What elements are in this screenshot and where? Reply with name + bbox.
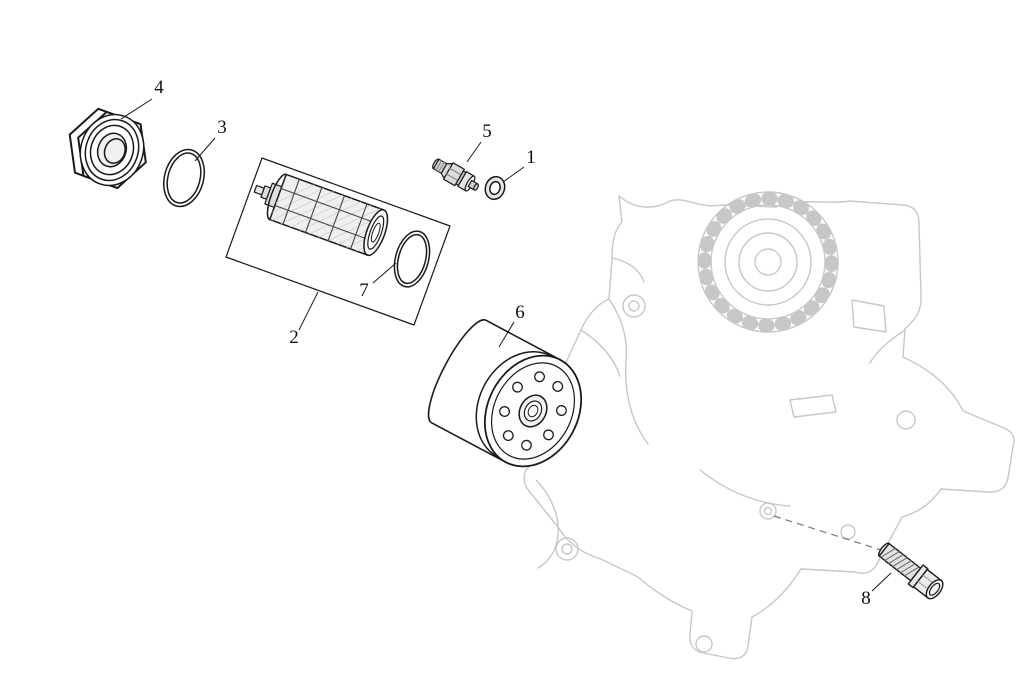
label-leader-lines xyxy=(120,98,892,592)
part-8-bolt xyxy=(877,542,944,600)
leader-8 xyxy=(871,572,892,592)
part-5-sensor xyxy=(432,158,479,192)
part-4-filter-cover xyxy=(68,107,147,190)
leader-4 xyxy=(120,98,153,120)
part-label-8: 8 xyxy=(861,588,871,609)
leader-7 xyxy=(372,262,397,284)
dashed-alignment-line xyxy=(773,515,885,552)
part-2-filter-cartridge xyxy=(253,173,389,257)
part-label-2: 2 xyxy=(289,327,299,348)
filter-bolt-holes xyxy=(499,371,567,451)
leader-6 xyxy=(498,321,515,348)
part-7-o-ring xyxy=(393,230,431,288)
engine-case-silhouette xyxy=(523,195,1015,660)
part-2-box xyxy=(225,157,451,326)
part-callouts: 4 3 5 1 7 2 6 8 xyxy=(154,77,871,609)
part-label-7: 7 xyxy=(359,280,369,301)
part-label-4: 4 xyxy=(154,77,164,98)
engine-case-ribbed-boss xyxy=(697,191,839,333)
part-3-o-ring xyxy=(162,148,206,208)
leader-3 xyxy=(194,137,216,162)
engine-case-outline xyxy=(523,191,1015,660)
bolt-hole xyxy=(759,502,777,520)
part-label-1: 1 xyxy=(526,147,536,168)
part-label-6: 6 xyxy=(515,302,525,323)
part-label-3: 3 xyxy=(217,117,227,138)
leader-2 xyxy=(298,291,319,331)
part-1-washer xyxy=(484,175,506,201)
leader-5 xyxy=(466,141,482,163)
engine-case-details xyxy=(535,257,916,653)
leader-1 xyxy=(502,166,525,183)
part-label-5: 5 xyxy=(482,121,492,142)
bolt-hole-center xyxy=(763,506,773,516)
part-6-oil-filter xyxy=(427,319,583,468)
